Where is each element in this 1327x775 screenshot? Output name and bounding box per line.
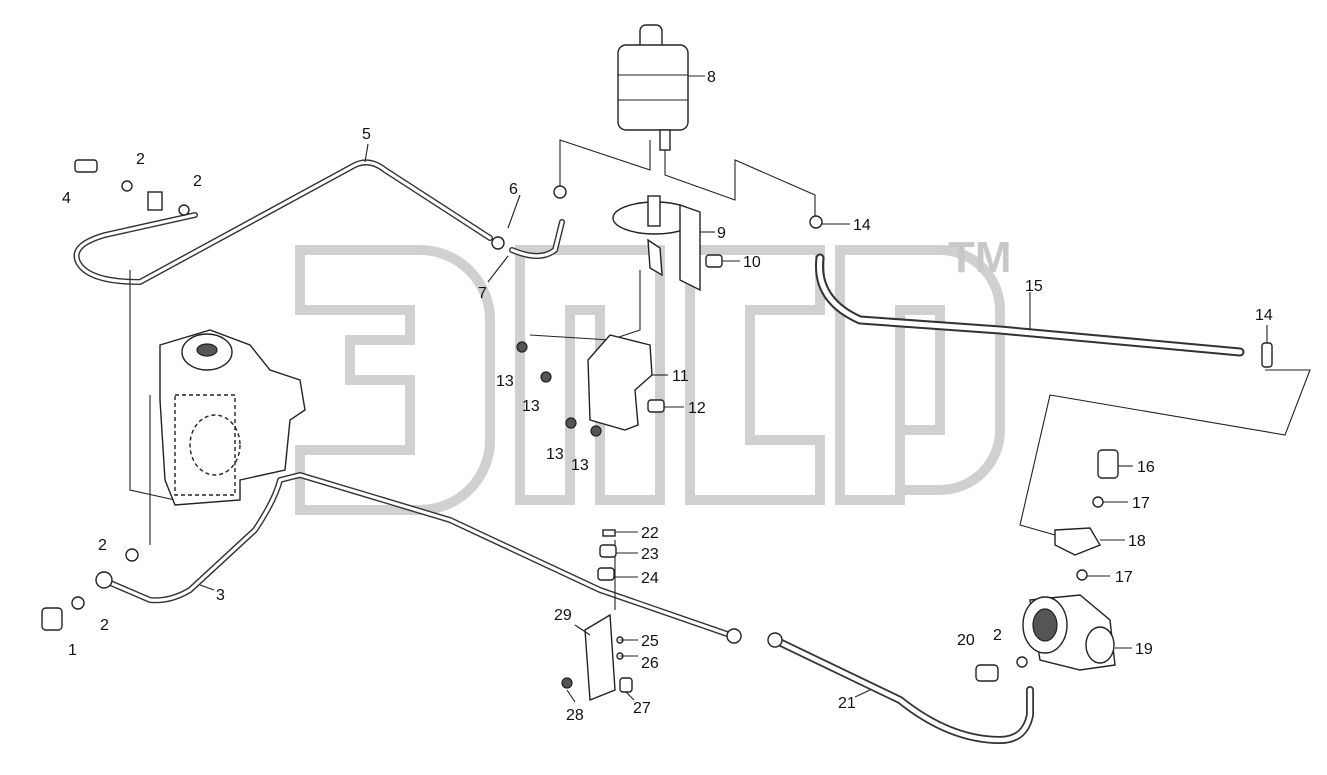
callout-5: 5 — [362, 126, 371, 143]
bracket-9 — [612, 195, 701, 292]
callout-29: 29 — [554, 607, 572, 624]
callout-3: 3 — [216, 587, 225, 604]
callout-25: 25 — [641, 633, 659, 650]
hose-21 — [771, 636, 1034, 744]
bracket-11 — [587, 334, 653, 431]
callout-28: 28 — [566, 707, 584, 724]
hose-15 — [815, 253, 1245, 357]
callout-10: 10 — [743, 254, 761, 271]
callout-14: 14 — [853, 217, 871, 234]
callout-1: 1 — [68, 642, 77, 659]
callout-2: 2 — [193, 173, 202, 190]
pipe-5 — [73, 159, 493, 285]
callout-13: 13 — [571, 457, 589, 474]
callout-2: 2 — [100, 617, 109, 634]
leader-lines — [199, 75, 1268, 703]
small-parts — [41, 159, 1273, 702]
callout-26: 26 — [641, 655, 659, 672]
callout-24: 24 — [641, 570, 659, 587]
callout-4: 4 — [62, 190, 71, 207]
fitting-18 — [1054, 527, 1102, 556]
trademark-mark: TM — [948, 233, 1012, 282]
pump-19 — [1022, 594, 1116, 671]
pipe-3 — [105, 472, 733, 638]
callout-17: 17 — [1132, 495, 1150, 512]
callout-13: 13 — [522, 398, 540, 415]
callout-27: 27 — [633, 700, 651, 717]
callout-14: 14 — [1255, 307, 1273, 324]
callout-7: 7 — [478, 285, 487, 302]
callout-13: 13 — [546, 446, 564, 463]
steering-gear — [159, 329, 306, 506]
callout-20: 20 — [957, 632, 975, 649]
callout-23: 23 — [641, 546, 659, 563]
callout-2: 2 — [136, 151, 145, 168]
callout-18: 18 — [1128, 533, 1146, 550]
callout-8: 8 — [707, 69, 716, 86]
callout-17: 17 — [1115, 569, 1133, 586]
callout-12: 12 — [688, 400, 706, 417]
fitting-16 — [1097, 449, 1119, 479]
callout-2: 2 — [98, 537, 107, 554]
callout-11: 11 — [672, 368, 689, 385]
callout-19: 19 — [1135, 641, 1153, 658]
callout-13: 13 — [496, 373, 514, 390]
assembly-lines — [129, 139, 1311, 610]
watermark: TM — [295, 233, 1012, 515]
callout-6: 6 — [509, 181, 518, 198]
callout-15: 15 — [1025, 278, 1043, 295]
callout-22: 22 — [641, 525, 659, 542]
reservoir-8 — [617, 24, 689, 151]
callout-labels: 1 2 2 2 2 2 3 4 5 6 7 8 9 10 11 12 13 13… — [62, 69, 1273, 724]
callout-16: 16 — [1137, 459, 1155, 476]
callout-2: 2 — [993, 627, 1002, 644]
hose-7 — [509, 219, 565, 259]
callout-9: 9 — [717, 225, 726, 242]
callout-21: 21 — [838, 695, 856, 712]
